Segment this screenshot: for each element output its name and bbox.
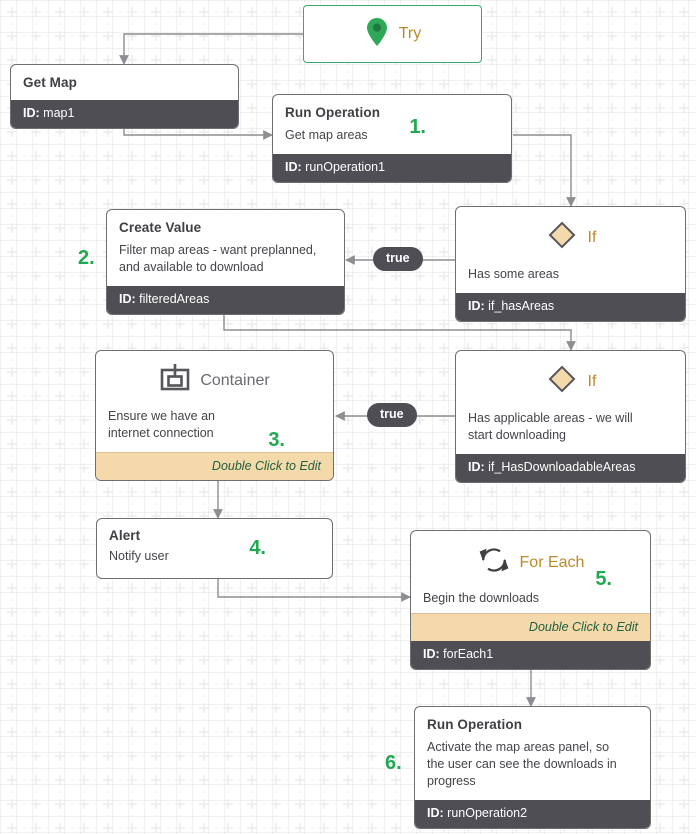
- container-header: Container: [108, 359, 321, 399]
- if-has-areas-label: If: [587, 228, 597, 246]
- create-value-id-bar: ID: filteredAreas: [107, 286, 344, 314]
- create-value-id-value: filteredAreas: [139, 292, 210, 306]
- create-value-title: Create Value: [119, 220, 202, 235]
- alert-body: Alert Notify user 4.: [97, 519, 332, 575]
- run-operation-1-id-value: runOperation1: [305, 160, 386, 174]
- node-get-map[interactable]: Get Map ID: map1: [10, 64, 239, 129]
- container-icon: [159, 362, 191, 399]
- run-operation-1-id-bar: ID: runOperation1: [273, 154, 511, 182]
- edge-run-operation-1-to-if-has-areas: [513, 134, 576, 207]
- step-number-2: 2.: [78, 247, 95, 269]
- edge-label-true-has-areas: true: [373, 247, 423, 271]
- alert-title: Alert: [109, 528, 141, 543]
- create-value-desc: Filter map areas - want preplanned, and …: [119, 243, 317, 274]
- location-pin-icon: [364, 16, 390, 53]
- node-container[interactable]: Container Ensure we have an internet con…: [95, 350, 334, 481]
- for-each-id-value: forEach1: [443, 647, 494, 661]
- if-has-areas-id-value: if_hasAreas: [488, 299, 555, 313]
- node-run-operation-1[interactable]: Run Operation Get map areas 1. ID: runOp…: [272, 94, 512, 183]
- get-map-id-value: map1: [43, 106, 75, 120]
- diamond-icon: [545, 218, 579, 257]
- step-number-4: 4.: [249, 537, 266, 559]
- step-number-1: 1.: [409, 116, 426, 138]
- if-has-downloadable-id-prefix: ID:: [468, 460, 485, 474]
- create-value-id-prefix: ID:: [119, 292, 136, 306]
- run-operation-1-title: Run Operation: [285, 105, 381, 120]
- if-has-downloadable-desc: Has applicable areas - we will start dow…: [468, 411, 633, 442]
- for-each-double-click-footer[interactable]: Double Click to Edit: [411, 613, 650, 641]
- container-double-click-footer[interactable]: Double Click to Edit: [96, 452, 333, 480]
- get-map-id-prefix: ID:: [23, 106, 40, 120]
- run-operation-2-id-prefix: ID:: [427, 806, 444, 820]
- try-label: Try: [398, 25, 422, 42]
- for-each-label: For Each: [519, 553, 585, 571]
- if-has-downloadable-label: If: [587, 372, 597, 390]
- edge-try-to-get-map: [119, 33, 303, 65]
- edge-label-true-has-downloadable: true: [367, 403, 417, 427]
- try-header: Try: [304, 6, 481, 62]
- if-has-areas-desc: Has some areas: [468, 267, 560, 281]
- node-run-operation-2[interactable]: Run Operation Activate the map areas pan…: [414, 706, 651, 829]
- if-has-downloadable-id-value: if_HasDownloadableAreas: [488, 460, 636, 474]
- node-create-value[interactable]: Create Value Filter map areas - want pre…: [106, 209, 345, 315]
- node-try[interactable]: Try: [303, 5, 482, 63]
- node-if-has-areas[interactable]: If Has some areas ID: if_hasAreas: [455, 206, 686, 322]
- container-body: Container Ensure we have an internet con…: [96, 351, 333, 452]
- for-each-desc: Begin the downloads: [423, 591, 540, 605]
- if-has-downloadable-id-bar: ID: if_HasDownloadableAreas: [456, 454, 685, 482]
- run-operation-1-id-prefix: ID:: [285, 160, 302, 174]
- run-operation-2-desc: Activate the map areas panel, so the use…: [427, 740, 617, 788]
- run-operation-2-title: Run Operation: [427, 717, 523, 732]
- container-label: Container: [200, 371, 270, 389]
- for-each-id-prefix: ID:: [423, 647, 440, 661]
- if-has-downloadable-body: If Has applicable areas - we will start …: [456, 351, 685, 454]
- if-has-areas-body: If Has some areas: [456, 207, 685, 293]
- step-number-6: 6.: [385, 752, 402, 774]
- for-each-id-bar: ID: forEach1: [411, 641, 650, 669]
- step-number-3: 3.: [268, 429, 285, 451]
- get-map-id-bar: ID: map1: [11, 100, 238, 128]
- if-has-downloadable-header: If: [468, 359, 673, 401]
- run-operation-2-id-value: runOperation2: [447, 806, 528, 820]
- for-each-body: For Each Begin the downloads 5.: [411, 531, 650, 613]
- run-operation-1-desc: Get map areas: [285, 128, 368, 142]
- get-map-title: Get Map: [23, 75, 77, 90]
- if-has-areas-id-prefix: ID:: [468, 299, 485, 313]
- diamond-icon: [545, 362, 579, 401]
- edge-alert-to-for-each: [217, 579, 411, 602]
- container-desc: Ensure we have an internet connection: [108, 409, 216, 440]
- node-if-has-downloadable-areas[interactable]: If Has applicable areas - we will start …: [455, 350, 686, 483]
- run-operation-2-body: Run Operation Activate the map areas pan…: [415, 707, 650, 800]
- if-has-areas-id-bar: ID: if_hasAreas: [456, 293, 685, 321]
- node-alert[interactable]: Alert Notify user 4.: [96, 518, 333, 579]
- step-number-5: 5.: [595, 568, 612, 590]
- create-value-body: Create Value Filter map areas - want pre…: [107, 210, 344, 286]
- node-for-each[interactable]: For Each Begin the downloads 5. Double C…: [410, 530, 651, 670]
- run-operation-1-body: Run Operation Get map areas 1.: [273, 95, 511, 154]
- loop-arrows-icon: [477, 543, 511, 582]
- run-operation-2-id-bar: ID: runOperation2: [415, 800, 650, 828]
- get-map-body: Get Map: [11, 65, 238, 100]
- if-has-areas-header: If: [468, 215, 673, 257]
